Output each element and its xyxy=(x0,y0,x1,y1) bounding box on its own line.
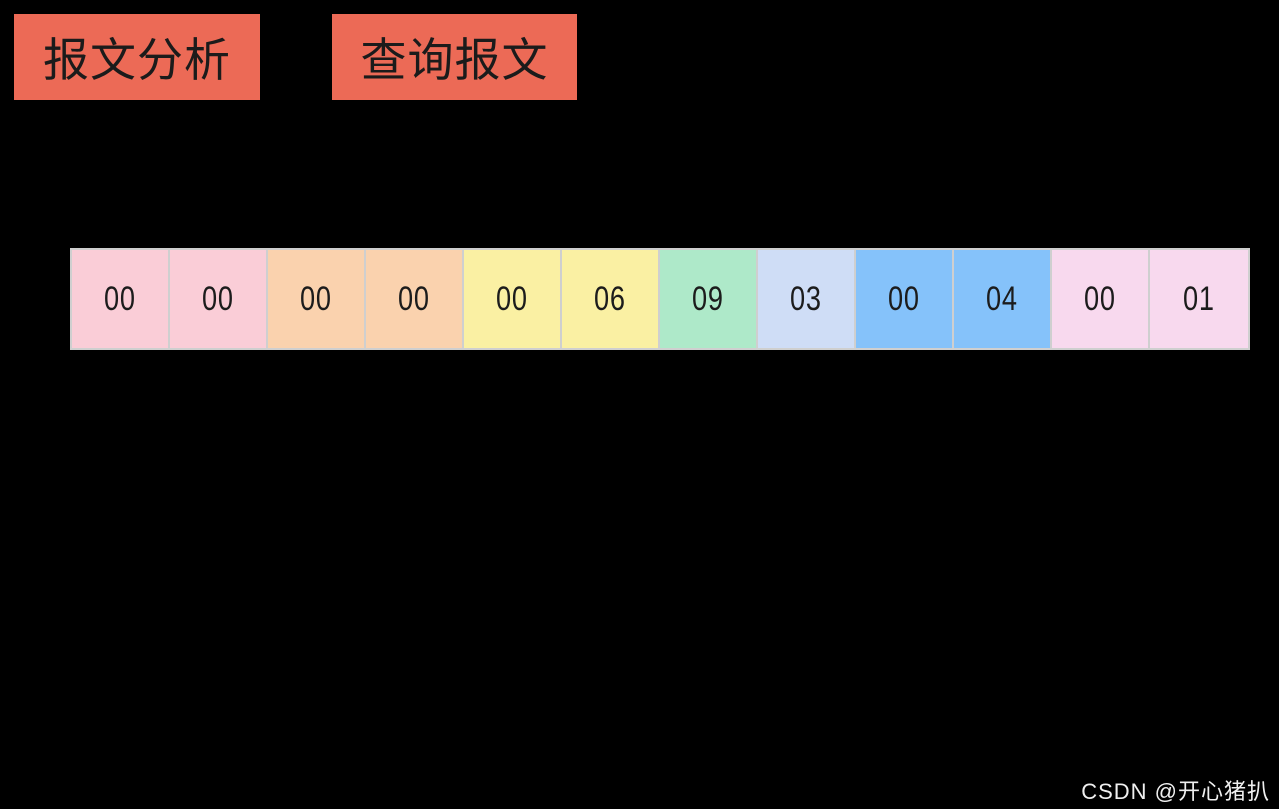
byte-value: 06 xyxy=(594,279,626,318)
byte-value: 01 xyxy=(1183,279,1215,318)
analyze-message-button[interactable]: 报文分析 xyxy=(14,14,260,100)
byte-cell: 00 xyxy=(856,250,954,348)
query-message-button[interactable]: 查询报文 xyxy=(332,14,577,100)
byte-cell: 04 xyxy=(954,250,1052,348)
byte-cell: 01 xyxy=(1150,250,1248,348)
byte-cell: 00 xyxy=(464,250,562,348)
byte-cell: 00 xyxy=(1052,250,1150,348)
message-byte-row: 00 00 00 00 00 06 09 03 00 04 00 01 xyxy=(70,248,1250,350)
byte-cell: 00 xyxy=(72,250,170,348)
csdn-watermark: CSDN @开心猪扒 xyxy=(1081,779,1270,804)
byte-value: 00 xyxy=(1084,279,1116,318)
byte-value: 04 xyxy=(986,279,1018,318)
byte-value: 00 xyxy=(398,279,430,318)
byte-cell: 00 xyxy=(170,250,268,348)
byte-cell: 06 xyxy=(562,250,660,348)
byte-cell: 09 xyxy=(660,250,758,348)
byte-value: 00 xyxy=(104,279,136,318)
byte-value: 00 xyxy=(496,279,528,318)
byte-value: 00 xyxy=(202,279,234,318)
byte-value: 09 xyxy=(692,279,724,318)
byte-value: 00 xyxy=(300,279,332,318)
byte-cell: 00 xyxy=(366,250,464,348)
byte-cell: 03 xyxy=(758,250,856,348)
byte-value: 00 xyxy=(888,279,920,318)
byte-value: 03 xyxy=(790,279,822,318)
byte-cell: 00 xyxy=(268,250,366,348)
